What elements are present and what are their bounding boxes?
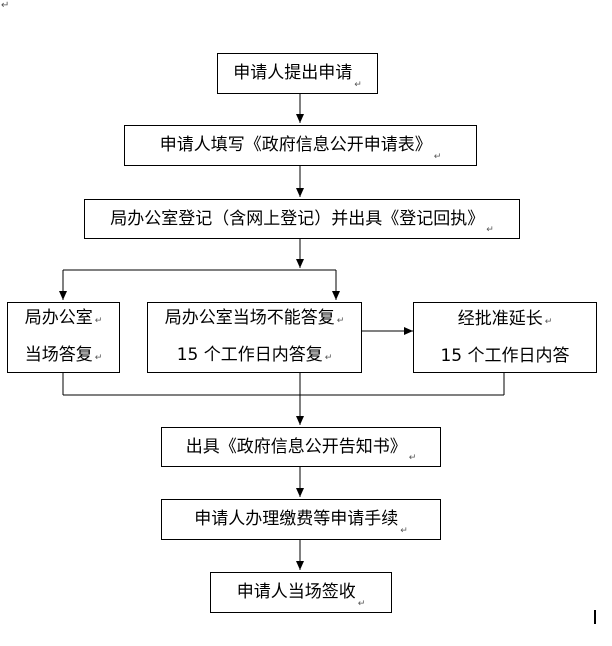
- box-immediate-line1: 局办公室: [24, 307, 93, 328]
- box-apply: 申请人提出申请↵: [217, 53, 378, 94]
- box-notice-label: 出具《政府信息公开告知书》: [185, 436, 407, 457]
- paragraph-mark: ↵: [433, 152, 442, 162]
- paragraph-mark: ↵: [336, 315, 345, 326]
- box-extend-line1: 经批准延长: [457, 309, 543, 329]
- paragraph-mark: ↵: [486, 225, 494, 235]
- box-immediate: 局办公室↵ 当场答复↵: [7, 302, 120, 373]
- paragraph-mark: ↵: [408, 453, 417, 463]
- paragraph-mark: ↵: [324, 352, 333, 363]
- box-sign-label: 申请人当场签收: [236, 582, 356, 602]
- box-apply-label: 申请人提出申请: [233, 63, 353, 83]
- box-extend-line2: 15 个工作日内答: [440, 346, 570, 366]
- box-fill-form: 申请人填写《政府信息公开申请表》↵: [124, 125, 477, 166]
- box-payment-label: 申请人办理缴费等申请手续: [194, 509, 399, 529]
- box-register: 局办公室登记（含网上登记）并出具《登记回执》↵: [84, 199, 520, 239]
- box-within15-line1: 局办公室当场不能答复: [164, 307, 335, 328]
- box-sign: 申请人当场签收↵: [210, 572, 392, 613]
- paragraph-mark: ↵: [544, 317, 553, 327]
- box-within15-line2: 15 个工作日内答复: [176, 344, 323, 365]
- corner-paragraph-mark: ↵: [1, 0, 10, 11]
- paragraph-mark: ↵: [357, 599, 366, 609]
- paragraph-mark: ↵: [94, 352, 103, 363]
- box-register-label: 局办公室登记（含网上登记）并出具《登记回执》: [110, 208, 485, 229]
- text-cursor: [594, 610, 596, 624]
- box-payment: 申请人办理缴费等申请手续↵: [161, 499, 441, 540]
- box-notice: 出具《政府信息公开告知书》↵: [161, 427, 441, 467]
- paragraph-mark: ↵: [400, 526, 408, 536]
- box-within15: 局办公室当场不能答复↵ 15 个工作日内答复↵: [147, 302, 362, 373]
- paragraph-mark: ↵: [354, 80, 362, 90]
- box-immediate-line2: 当场答复: [24, 344, 93, 365]
- box-fill-form-label: 申请人填写《政府信息公开申请表》: [159, 135, 432, 155]
- box-extend: 经批准延长↵ 15 个工作日内答: [413, 302, 597, 373]
- paragraph-mark: ↵: [94, 315, 103, 326]
